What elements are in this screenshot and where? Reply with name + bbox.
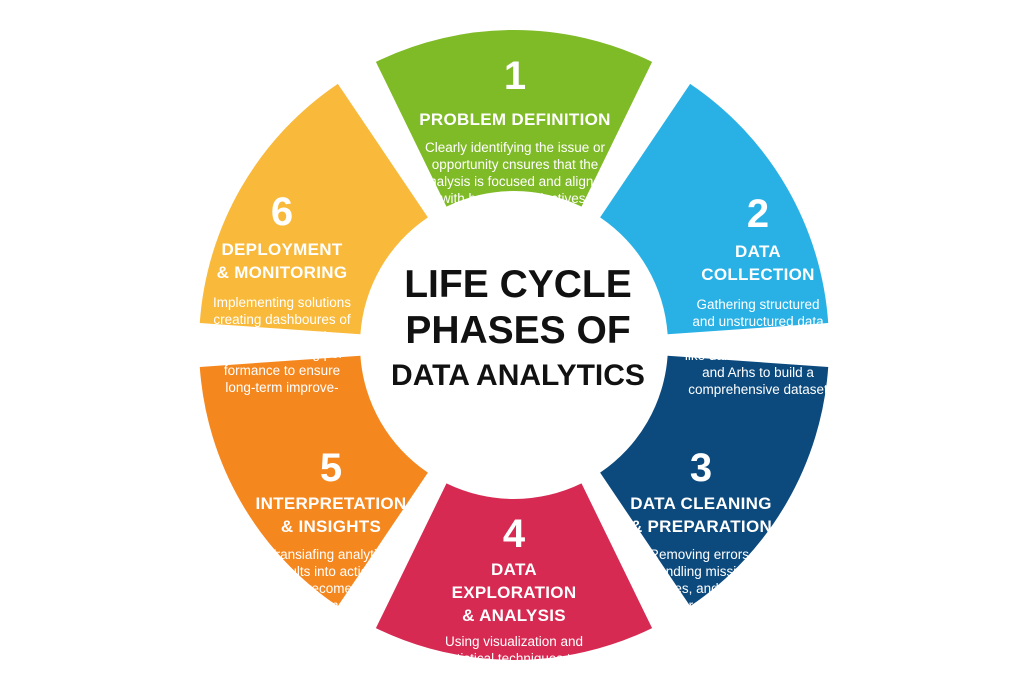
center-title-line-1: LIFE CYCLE [404,263,632,306]
phase-6-segment [199,83,428,335]
phase-1-title: PROBLEM DEFINITION [419,110,611,129]
center-title: LIFE CYCLE PHASES OF DATA ANALYTICS [380,262,656,398]
phase-5-label: 5 INTERPRETATION & INSIGHTS Transiafing … [236,446,426,614]
phase-3-segment [600,355,829,607]
phase-3-description: Removing errors, handling missing values… [649,547,753,613]
phase-3-number: 3 [689,446,713,490]
phase-2-label: 2 DATA COLLECTION Gathering structured a… [672,192,844,398]
phase-6-description: Implementing solutions creating dashbour… [212,295,352,395]
center-title-line-2: PHASES OF [405,309,631,352]
phase-6-number: 6 [270,190,294,234]
phase-5-number: 5 [319,446,343,490]
phase-2-number: 2 [746,192,770,236]
phase-3-label: 3 DATA CLEANING & PREPARATION Removing e… [598,446,804,614]
center-title-line-3: DATA ANALYTICS [391,359,645,392]
phase-1-number: 1 [503,54,527,98]
phase-6-label: 6 DEPLOYMENT & MONITORING Implementing s… [194,190,370,396]
phase-5-segment [199,355,428,607]
phase-2-title: DATA COLLECTION [701,242,815,284]
phase-1-label: 1 PROBLEM DEFINITION Clearly identifying… [398,54,632,207]
phase-4-number: 4 [502,512,526,556]
phase-4-label: 4 DATA EXPLORATION & ANALYSIS Using visu… [416,512,612,667]
phase-2-description: Gathering structured and unstructured da… [684,297,832,397]
phase-2-segment [600,83,829,335]
phase-3-title: DATA CLEANING & PREPARATION [629,494,773,536]
phase-4-title: DATA EXPLORATION & ANALYSIS [451,560,577,625]
phase-5-description: Transiafing analytical results into acti… [267,547,395,613]
phase-5-title: INTERPRETATION & INSIGHTS [255,494,407,536]
phase-4-segment [375,483,653,660]
phase-4-description: Using visualization and statistical tech… [438,634,590,666]
phase-1-description: Clearly identifying the issue or opportu… [421,140,609,206]
phase-6-title: DEPLOYMENT & MONITORING [216,240,348,282]
phase-1-segment [375,29,653,207]
